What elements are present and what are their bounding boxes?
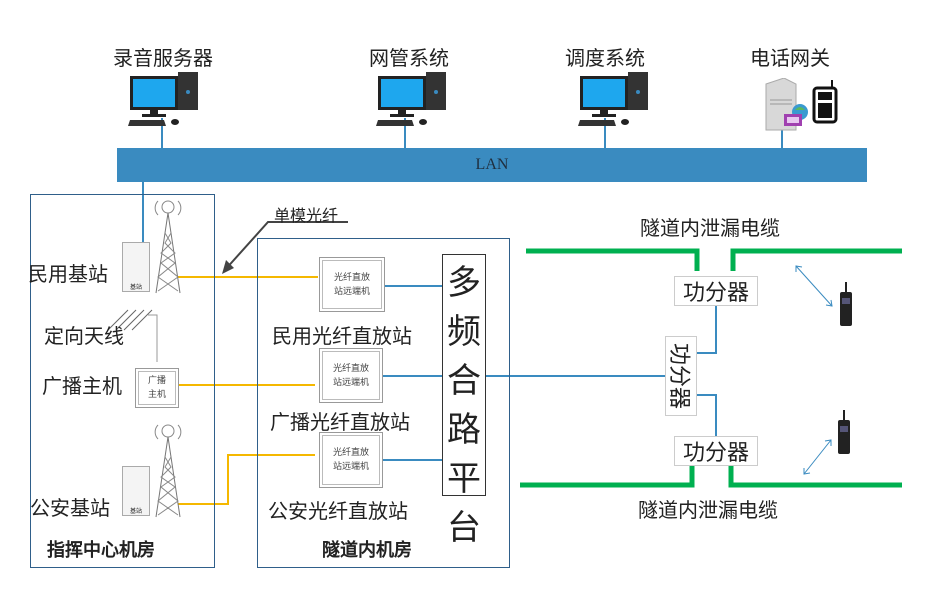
platform-char: 台 [447,508,481,548]
tunnel-room-title: 隧道内机房 [322,540,412,561]
repeater-box-line1: 光纤直放 [333,272,370,283]
mobile-phone-icon [812,80,838,124]
device-label-recorder: 录音服务器 [113,46,213,70]
link-splitter-top [697,305,717,354]
broadcast-label: 广播主机 [42,374,122,398]
antenna-label: 定向天线 [44,324,124,348]
civil-bs-label: 民用基站 [28,262,108,286]
repeater-box-line1: 光纤直放 [332,448,369,458]
multi-band-combiner-platform: 多 频 合 路 平 台 [442,254,486,548]
platform-char: 频 [447,312,481,352]
fiber-police [178,454,315,505]
leaky-cable-top-label: 隧道内泄漏电缆 [640,216,780,240]
link-splitter-bottom [697,394,717,437]
police-bs-tower-icon [154,424,182,518]
splitter-label: 功分器 [682,441,749,466]
police-bs-rack-icon: 基站 [122,466,150,516]
repeater-remote-police: 光纤直放 站远端机 [319,432,383,488]
command-room-title: 指挥中心机房 [47,540,155,561]
handheld-radio-icon [838,410,850,454]
police-bs-label: 公安基站 [30,496,110,520]
device-label-nms: 网管系统 [369,46,449,70]
broadcast-box-line1: 广播 [147,376,166,386]
device-label-gateway: 电话网关 [750,46,830,70]
platform-char: 多 [447,263,481,303]
repeater-label-broadcast: 广播光纤直放站 [270,410,410,434]
leaky-cable-top-right [730,248,902,271]
repeater-box-line2: 站远端机 [332,462,369,472]
civil-bs-rack-icon: 基站 [122,242,150,292]
gateway-server-icon [765,78,838,131]
power-splitter-middle: 功分器 [665,336,697,416]
repeater-remote-broadcast: 光纤直放 站远端机 [319,348,383,403]
rack-label: 基站 [129,508,142,515]
repeater-remote-civil: 光纤直放 站远端机 [319,257,385,312]
tunnel-room [257,238,510,568]
broadcast-host-box: 广播 主机 [135,368,179,408]
platform-char: 合 [447,361,481,401]
splitter-label: 功分器 [666,342,692,410]
lan-bus: LAN [117,148,867,182]
arrowhead [222,260,234,274]
broadcast-box-line2: 主机 [147,390,166,400]
command-center-room [30,194,215,568]
radio-link-arrow-bottom [803,439,832,475]
antenna-feed [148,314,158,362]
power-splitter-bottom: 功分器 [674,436,758,466]
radio-link-arrow-top [795,265,833,307]
desktop-computer-icon [128,72,198,126]
leaky-cable-bottom-left [520,465,695,488]
repeater-box-line2: 站远端机 [333,286,370,297]
desktop-computer-icon [578,72,648,126]
leaky-cable-bottom-right [728,465,902,488]
power-splitter-top: 功分器 [674,276,758,306]
splitter-label: 功分器 [682,281,749,306]
device-label-dispatch: 调度系统 [565,46,645,70]
repeater-label-police: 公安光纤直放站 [268,499,408,523]
civil-bs-tower-icon [154,200,182,294]
rack-label: 基站 [129,284,142,291]
leaky-cable-bottom-label: 隧道内泄漏电缆 [638,498,778,522]
desktop-computer-icon [376,72,446,126]
platform-char: 平 [447,459,481,499]
lan-label: LAN [475,156,509,173]
fiber-annotation-label: 单模光纤 [274,206,339,225]
platform-char: 路 [447,410,481,450]
repeater-box-line1: 光纤直放 [332,363,369,374]
leaky-cable-top-left [526,248,700,271]
repeater-box-line2: 站远端机 [332,377,369,388]
directional-antenna-icon [107,309,153,331]
repeater-label-civil: 民用光纤直放站 [272,324,412,348]
handheld-radio-icon [840,282,852,326]
